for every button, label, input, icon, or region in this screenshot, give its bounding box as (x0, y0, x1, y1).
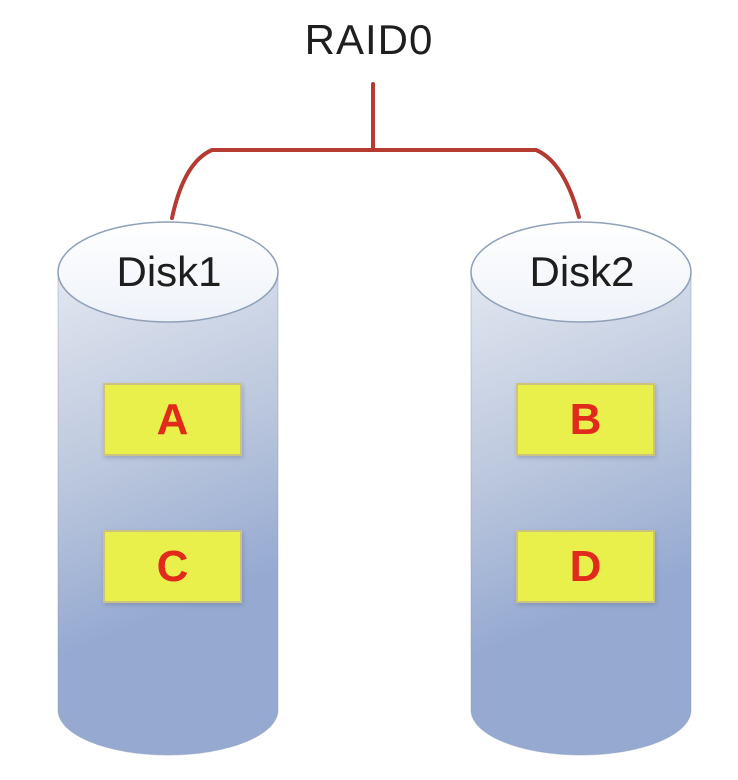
data-block-b-letter: B (569, 394, 602, 444)
data-block-d-letter: D (569, 541, 602, 591)
data-block-c-letter: C (156, 541, 189, 591)
disk-2: Disk2 B D (469, 221, 695, 763)
raid-level-title: RAID0 (304, 16, 434, 63)
tree-branch-line (170, 148, 581, 220)
data-block-b: B (516, 383, 655, 456)
disk-1: Disk1 A C (56, 221, 282, 763)
disk-2-cylinder-shape (470, 221, 692, 756)
disk-1-name-label: Disk1 (116, 248, 222, 295)
data-block-a-letter: A (156, 394, 189, 444)
data-block-a: A (103, 383, 242, 456)
data-block-c: C (103, 530, 242, 603)
data-block-d: D (516, 530, 655, 603)
disk-2-name-label: Disk2 (529, 248, 635, 295)
disk-1-cylinder-shape (57, 221, 279, 756)
